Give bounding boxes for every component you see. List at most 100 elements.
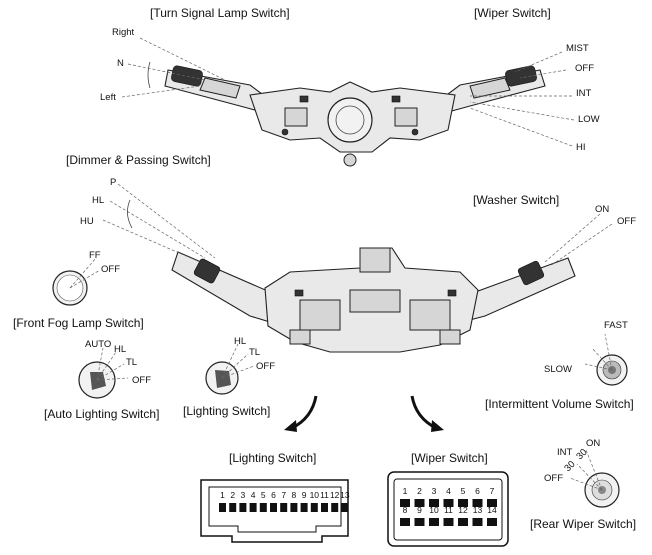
wiper-connector-pin-label: 6 (475, 486, 480, 496)
front-fog-ff-label: FF (89, 250, 101, 261)
lighting-connector-pin-label: 13 (340, 490, 350, 500)
lighting-tl-label: TL (249, 347, 260, 358)
wiper-connector-pin-label: 9 (417, 505, 422, 515)
wiper-int-label: INT (576, 88, 592, 99)
rear-wiper-caption: [Rear Wiper Switch] (530, 517, 636, 531)
intermittent-fast-label: FAST (604, 320, 628, 331)
rear-wiper-on-label: ON (586, 438, 600, 449)
auto-lighting-auto-label: AUTO (85, 339, 111, 350)
auto-lighting-caption: [Auto Lighting Switch] (44, 407, 159, 421)
lighting-connector-pin-label: 9 (302, 490, 307, 500)
wiper-connector-pin-label: 10 (429, 505, 439, 515)
arrow-to-lighting-connector (284, 395, 318, 432)
lighting-connector-pin (249, 503, 257, 512)
lighting-connector-pin (331, 503, 339, 512)
wiper-connector-pin (472, 518, 483, 526)
turn-signal-right-label: Right (112, 27, 135, 38)
arrow-to-wiper-connector (410, 395, 444, 432)
washer-on-label: ON (595, 204, 609, 215)
intermittent-caption: [Intermittent Volume Switch] (485, 397, 634, 411)
top-combination-switch (164, 65, 546, 167)
turn-signal-left-label: Left (100, 92, 116, 103)
wiper-connector-pin-label: 4 (446, 486, 451, 496)
turn-signal-position-lines (121, 37, 226, 98)
intermittent-volume-knob (584, 333, 628, 386)
lighting-caption: [Lighting Switch] (183, 404, 270, 418)
turn-signal-n-label: N (117, 58, 124, 69)
wiper-connector-pin-label: 2 (417, 486, 422, 496)
lighting-connector-caption: [Lighting Switch] (229, 451, 316, 465)
wiper-connector-pin-label: 1 (403, 486, 408, 496)
wiper-connector-pin (487, 499, 497, 507)
wiper-connector-pin (443, 499, 454, 507)
rear-wiper-off-label: OFF (544, 473, 563, 484)
wiper-connector-pin-label: 7 (490, 486, 495, 496)
wiper-connector-pin-label: 11 (444, 505, 453, 515)
lighting-connector-pin-label: 8 (292, 490, 297, 500)
front-fog-caption: [Front Fog Lamp Switch] (13, 316, 144, 330)
wiper-connector-pin (458, 499, 468, 507)
rear-wiper-30-label-a: 30 (574, 447, 589, 462)
lighting-connector-pin (290, 503, 298, 512)
wiper-connector-pin (400, 499, 410, 507)
lighting-connector-pin (270, 503, 277, 512)
lighting-connector-pin (310, 503, 318, 512)
lighting-hl-label: HL (234, 336, 246, 347)
wiper-connector-pin (414, 499, 425, 507)
auto-lighting-hl-label: HL (114, 344, 126, 355)
wiper-hi-label: HI (576, 142, 586, 153)
wiper-connector-pin-label: 13 (473, 505, 483, 515)
wiper-connector-pin (429, 518, 439, 526)
wiper-connector-pin-label: 5 (461, 486, 466, 496)
rear-wiper-int-label: INT (557, 447, 573, 458)
lighting-knob (205, 343, 255, 395)
front-fog-off-label: OFF (101, 264, 120, 275)
lighting-connector-pin-label: 3 (241, 490, 246, 500)
wiper-connector-pin-label: 3 (432, 486, 437, 496)
dimmer-hu-label: HU (80, 216, 94, 227)
wiper-connector-pin-label: 14 (487, 505, 497, 515)
wiper-connector-pin (487, 518, 497, 526)
lighting-connector-pin-label: 5 (261, 490, 266, 500)
intermittent-slow-label: SLOW (544, 364, 572, 375)
wiper-low-label: LOW (578, 114, 600, 125)
dimmer-caption: [Dimmer & Passing Switch] (66, 153, 211, 167)
lighting-connector-pin (280, 503, 288, 512)
lighting-connector-pin (321, 503, 328, 512)
washer-caption: [Washer Switch] (473, 193, 559, 207)
rear-wiper-knob (569, 449, 620, 508)
wiper-mist-label: MIST (566, 43, 589, 54)
wiper-connector-pin (443, 518, 454, 526)
lighting-connector-pin-label: 12 (330, 490, 340, 500)
front-fog-knob (52, 257, 101, 306)
dimmer-p-label: P (110, 177, 116, 188)
dimmer-position-lines (102, 183, 216, 263)
wiper-off-label: OFF (575, 63, 594, 74)
dimmer-hl-label: HL (92, 195, 104, 206)
wiper-connector-pin (400, 518, 410, 526)
lighting-connector-pin-label: 1 (220, 490, 225, 500)
auto-lighting-tl-label: TL (126, 357, 137, 368)
lighting-connector-pin (300, 503, 308, 512)
wiper-connector-pin (458, 518, 468, 526)
auto-lighting-off-label: OFF (132, 375, 151, 386)
wiper-position-lines (469, 51, 575, 147)
washer-off-label: OFF (617, 216, 636, 227)
washer-position-lines (544, 213, 613, 267)
wiper-connector-pin-label: 8 (403, 505, 408, 515)
wiper-connector-pin-label: 12 (458, 505, 468, 515)
wiper-connector-caption: [Wiper Switch] (411, 451, 488, 465)
lighting-connector-pin (239, 503, 247, 512)
wiper-connector-pin (414, 518, 425, 526)
wiper-caption: [Wiper Switch] (474, 6, 551, 20)
middle-combination-switch (171, 247, 576, 353)
lighting-connector-pin (259, 503, 267, 512)
lighting-connector-pin (341, 503, 349, 512)
rear-wiper-30-label-b: 30 (562, 459, 577, 474)
lighting-connector-pin-label: 10 (310, 490, 320, 500)
lighting-connector-pin-label: 6 (271, 490, 276, 500)
wiper-connector-pin (429, 499, 439, 507)
